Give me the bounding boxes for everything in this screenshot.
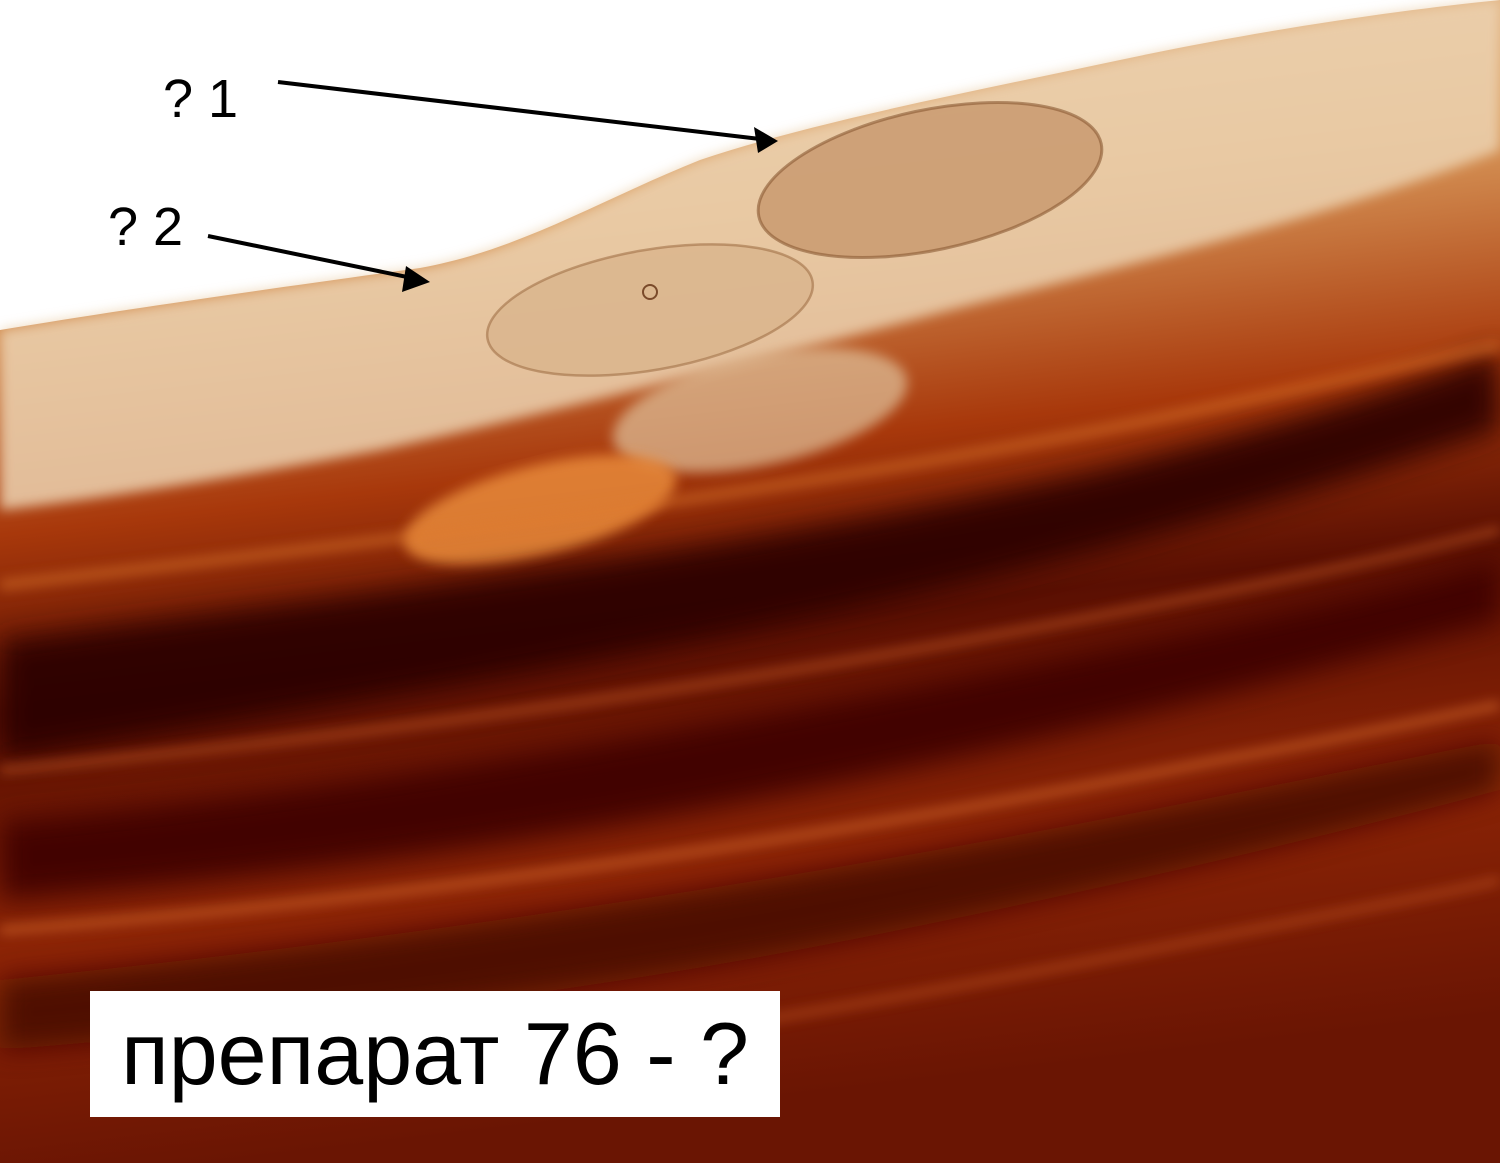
annotation-label-2: ? 2 [108, 197, 184, 257]
fibre-streaks [0, 350, 1500, 1050]
caption-text: препарат 76 - ? [121, 1004, 749, 1103]
caption-box: препарат 76 - ? [90, 991, 780, 1117]
fibre-highlights [0, 340, 1500, 1104]
pointer-arrows [207, 80, 778, 292]
cell-body-2 [487, 244, 813, 376]
annotation-label-1: ? 1 [163, 69, 239, 129]
cell-body-1 [758, 102, 1102, 258]
